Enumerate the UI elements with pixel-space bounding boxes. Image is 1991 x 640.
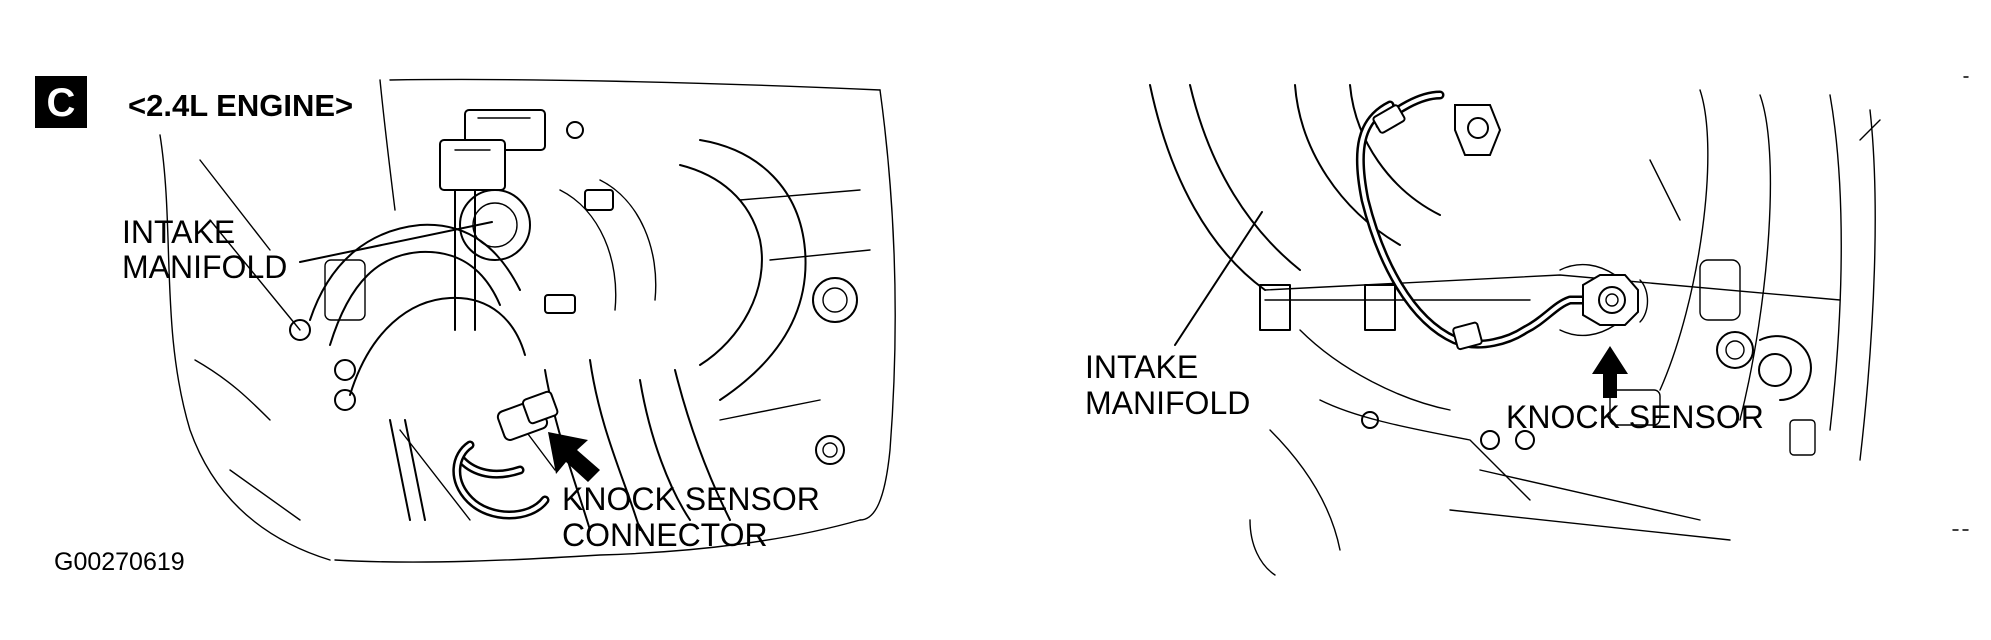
intake-manifold-label-left-line1: INTAKE [122, 214, 235, 250]
knock-sensor-arrow [1592, 346, 1628, 398]
engine-label: <2.4L ENGINE> [128, 88, 353, 123]
intake-manifold-label-right-line1: INTAKE [1085, 349, 1198, 385]
knock-sensor-connector-label-line2: CONNECTOR [562, 517, 768, 553]
figure-badge [35, 76, 87, 128]
intake-manifold-label-right-line2: MANIFOLD [1085, 385, 1250, 421]
knock-sensor-label: KNOCK SENSOR [1506, 399, 1764, 435]
engine-drawing-right [1149, 84, 1881, 576]
engine-drawing-left [159, 78, 896, 563]
figure-code: G00270619 [54, 548, 185, 576]
intake-manifold-label-left-line2: MANIFOLD [122, 249, 287, 285]
left-panel: C <2.4L ENGINE> [35, 76, 896, 576]
knock-sensor-connector-arrow [548, 432, 600, 482]
figure-badge-letter: C [47, 81, 76, 125]
intake-manifold-leader-left [299, 221, 493, 263]
intake-manifold-leader-right [1174, 211, 1263, 346]
knock-sensor-connector-label-line1: KNOCK SENSOR [562, 481, 820, 517]
right-panel: INTAKE MANIFOLD KNOCK SENSOR [1085, 76, 1969, 576]
